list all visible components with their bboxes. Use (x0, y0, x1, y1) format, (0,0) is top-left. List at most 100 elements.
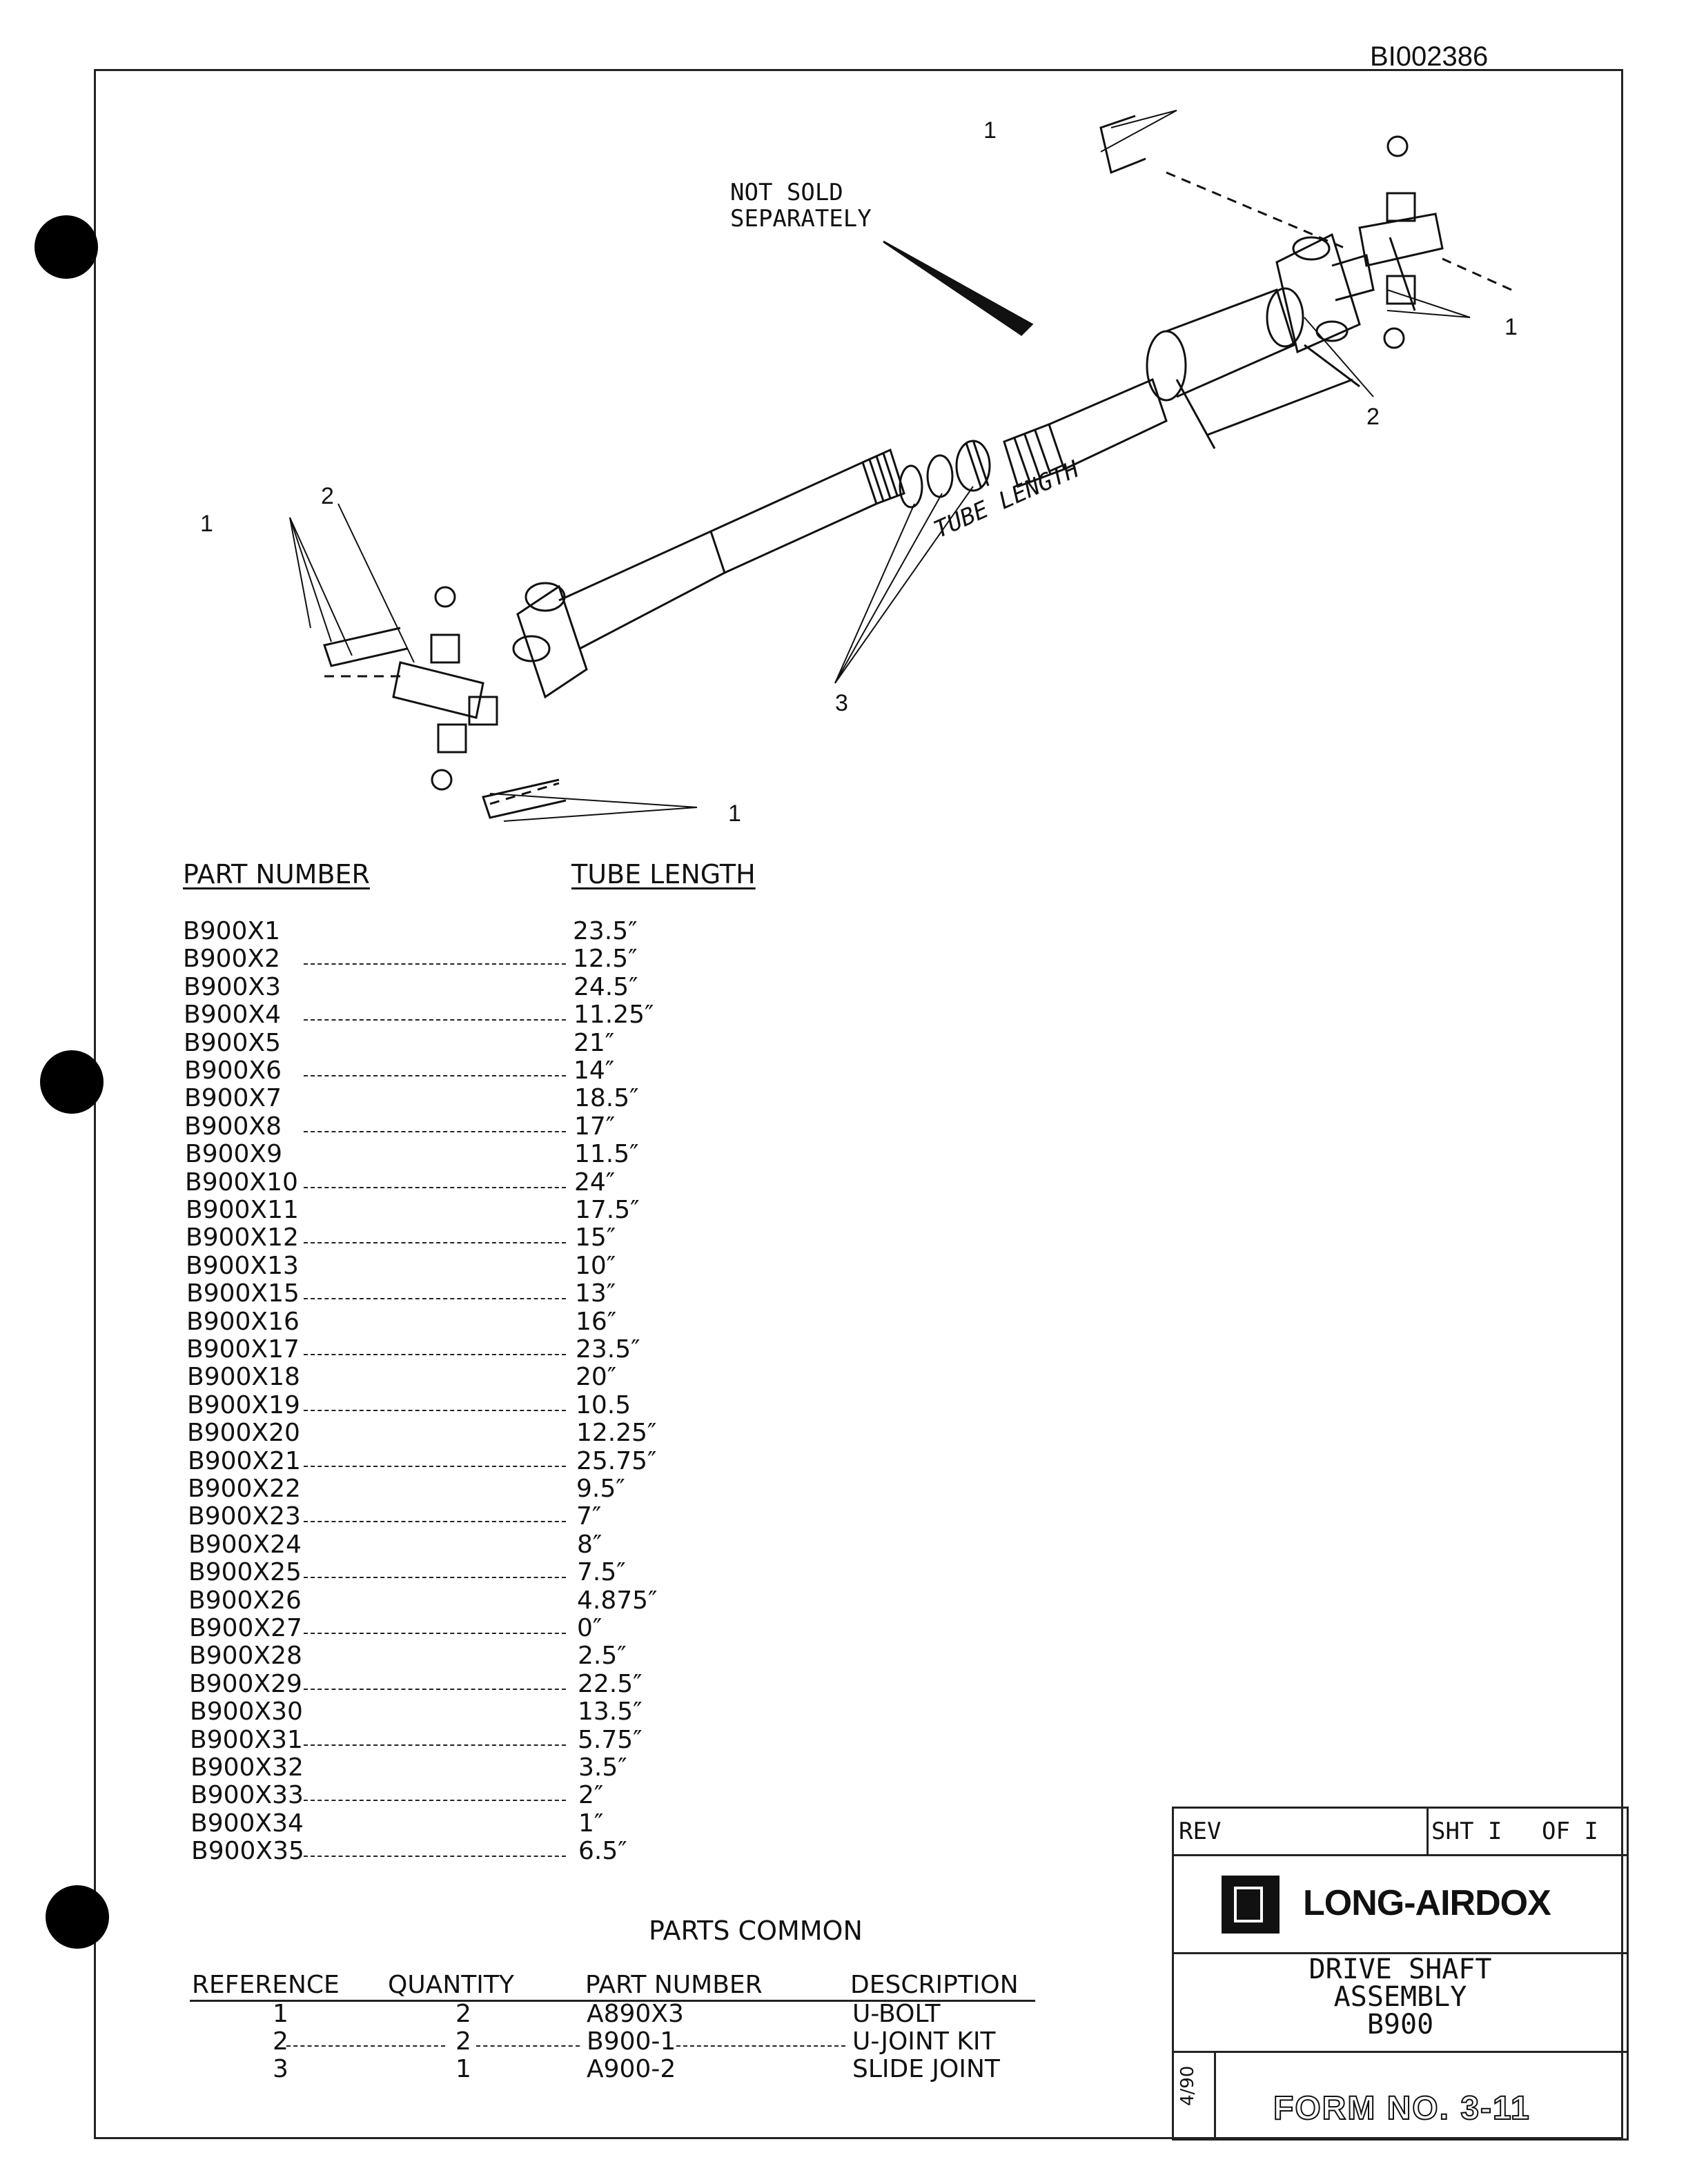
part-number-cell: B900X18 (187, 1363, 300, 1391)
part-number-cell: A890X3 (587, 2000, 684, 2028)
title-block-logo-cell (1172, 1855, 1629, 1954)
part-number-cell: B900X10 (185, 1168, 298, 1197)
part-number-cell: B900X19 (187, 1391, 300, 1419)
tube-length-cell: 23.5″ (576, 1335, 640, 1364)
tube-length-cell: 15″ (575, 1223, 616, 1252)
tube-length-cell: 10.5 (576, 1391, 631, 1419)
ref-label-1-bottom: 1 (728, 800, 741, 827)
tube-length-cell: 24.5″ (574, 973, 638, 1001)
ref-label-2-right: 2 (1366, 404, 1380, 430)
quantity-cell: 2 (455, 2000, 471, 2028)
dash-leader (304, 1410, 566, 1411)
part-number-cell: B900X12 (186, 1223, 299, 1252)
part-number-cell: B900X17 (186, 1335, 300, 1364)
form-number: FORM NO. 3-11 (1273, 2089, 1531, 2127)
tube-length-cell: 13.5″ (578, 1698, 643, 1726)
quantity-cell: 1 (455, 2055, 471, 2083)
title-block-rev-cell (1172, 1807, 1429, 1856)
part-number-cell: B900X32 (190, 1753, 304, 1782)
tube-length-cell: 9.5″ (576, 1475, 625, 1503)
part-number-cell: B900X30 (190, 1698, 303, 1726)
dash-leader (304, 1242, 566, 1243)
dash-leader (304, 1800, 566, 1801)
part-number-cell: B900X8 (184, 1112, 282, 1141)
company-logo-mark (1234, 1887, 1263, 1922)
punch-hole-middle (40, 1050, 104, 1114)
ref-label-1-right: 1 (1504, 314, 1518, 340)
part-number-cell: B900X27 (189, 1614, 302, 1642)
tube-length-cell: 17″ (574, 1112, 616, 1141)
tube-length-cell: 16″ (576, 1308, 617, 1336)
part-number-cell: B900X1 (183, 917, 280, 945)
description-cell: U-JOINT KIT (852, 2027, 996, 2056)
dash-leader (304, 1019, 566, 1021)
leader-lines (289, 110, 1471, 822)
tube-length-cell: 17.5″ (575, 1196, 640, 1224)
part-number-cell: B900X34 (190, 1809, 304, 1838)
part-number-cell: B900X31 (190, 1726, 303, 1754)
tube-length-cell: 12.25″ (576, 1419, 657, 1447)
left-u-joint (392, 586, 498, 791)
tube-length-dimension (1175, 344, 1360, 449)
not-sold-pointer (883, 240, 1034, 336)
drawing-title: DRIVE SHAFT ASSEMBLY B900 (1172, 1956, 1629, 2038)
callout-not-sold-line1: NOT SOLD (730, 179, 843, 206)
part-number-cell: B900X13 (186, 1252, 299, 1280)
company-logo-icon (1222, 1876, 1280, 1934)
reference-cell: 2 (273, 2027, 288, 2056)
sheet-label: SHT I (1431, 1818, 1502, 1845)
callout-tube-length: TUBE LENGTH (930, 455, 1083, 544)
column-header-part-number: PART NUMBER (183, 859, 370, 889)
title-block (1172, 1807, 1629, 2141)
part-number-cell: B900X16 (186, 1308, 300, 1336)
tube-length-cell: 0″ (577, 1614, 602, 1642)
dash-leader (286, 2045, 445, 2047)
tube-length-cell: 10″ (575, 1252, 616, 1280)
dash-leader (304, 963, 566, 965)
dash-leader (304, 1689, 566, 1690)
tube-length-cell: 18.5″ (574, 1084, 639, 1112)
reference-cell: 3 (273, 2055, 288, 2083)
part-number-cell: B900X23 (188, 1502, 301, 1531)
dash-leader (676, 2045, 845, 2047)
callout-not-sold-line2: SEPARATELY (730, 205, 872, 233)
parts-common-title: PARTS COMMON (649, 1916, 863, 1946)
left-yoke (512, 529, 726, 699)
dash-leader (476, 2045, 580, 2047)
ref-label-1-left: 1 (200, 511, 213, 537)
right-tube (1146, 287, 1304, 402)
part-number-cell: B900X15 (186, 1279, 300, 1308)
company-name: LONG-AIRDOX (1303, 1883, 1551, 1923)
rev-label: REV (1179, 1818, 1222, 1845)
part-number-cell: B900X26 (188, 1586, 302, 1615)
part-number-cell: B900X21 (188, 1447, 301, 1475)
tube-length-cell: 20″ (576, 1363, 617, 1391)
column-header-tube-length: TUBE LENGTH (571, 859, 756, 889)
dash-leader (304, 1744, 566, 1746)
parts-common-header-quantity: QUANTITY (388, 1971, 514, 1999)
dash-leader (304, 1577, 566, 1578)
tube-length-cell: 14″ (574, 1056, 615, 1085)
quantity-cell: 2 (455, 2027, 471, 2056)
dash-leader (304, 1354, 566, 1355)
part-number-cell: B900X6 (184, 1056, 282, 1085)
tube-length-cell: 23.5″ (573, 917, 638, 945)
revision-date: 4/90 (1177, 2065, 1198, 2106)
tube-length-cell: 11.25″ (574, 1001, 654, 1029)
description-cell: U-BOLT (852, 2000, 941, 2028)
tube-length-cell: 8″ (577, 1531, 602, 1559)
tube-length-cell: 24″ (574, 1168, 616, 1197)
part-number-cell: B900X25 (188, 1558, 302, 1586)
part-number-cell: B900X9 (185, 1140, 282, 1168)
document-id: BI002386 (1370, 41, 1489, 72)
tube-length-cell: 21″ (574, 1029, 615, 1057)
drawing-title-line1: DRIVE SHAFT (1308, 1954, 1492, 1985)
ref-label-3: 3 (835, 690, 848, 716)
tube-length-cell: 11.5″ (574, 1140, 639, 1168)
assembly-lines (324, 171, 1512, 805)
left-tube (710, 448, 905, 574)
parts-common-header-part-number: PART NUMBER (585, 1971, 763, 1999)
tube-length-cell: 7″ (576, 1502, 602, 1531)
ref-label-2-left: 2 (321, 483, 334, 509)
punch-hole-top (35, 215, 98, 279)
